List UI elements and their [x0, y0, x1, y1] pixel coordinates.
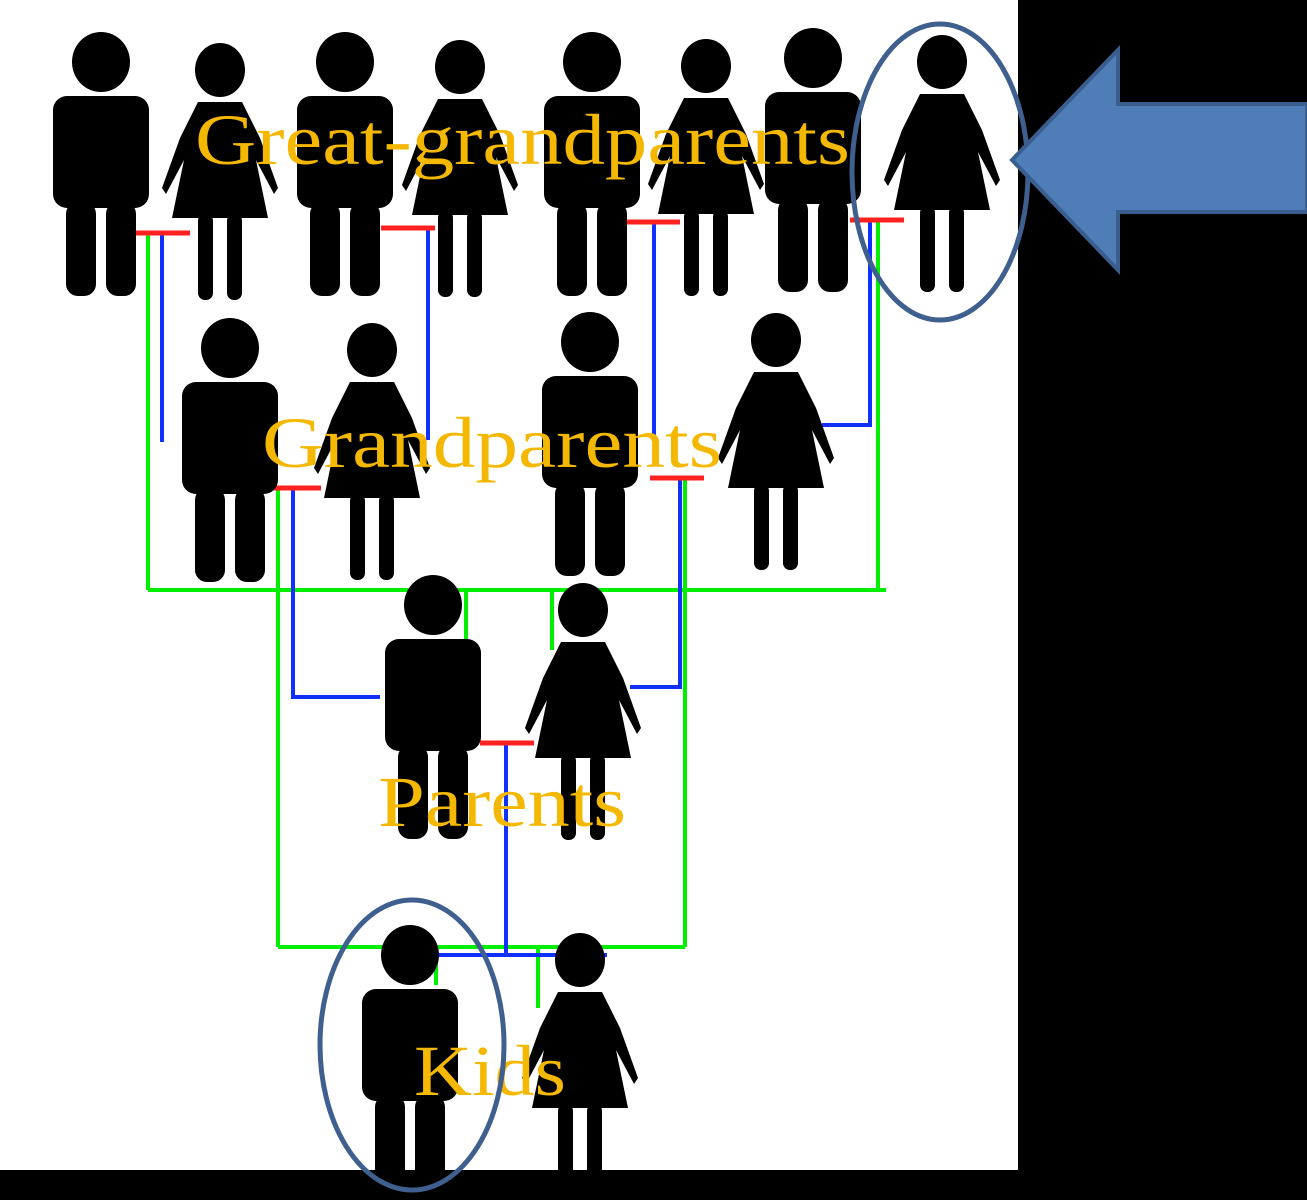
label-kids: Kids	[414, 1031, 566, 1111]
blue-line-couple-4	[822, 222, 872, 427]
great-grandfather-1	[53, 32, 149, 296]
arrow-left-icon	[1009, 45, 1307, 275]
great-grandmother-4	[884, 35, 1000, 292]
blue-line-grand-left	[291, 488, 380, 699]
blue-line-grand-right	[630, 478, 682, 689]
label-grandparents: Grandparents	[262, 403, 722, 483]
label-great-grandparents: Great-grandparents	[195, 100, 850, 180]
highlight-oval-kid-boy	[317, 897, 507, 1193]
grandmother-2	[718, 313, 834, 570]
label-parents: Parents	[378, 762, 626, 842]
